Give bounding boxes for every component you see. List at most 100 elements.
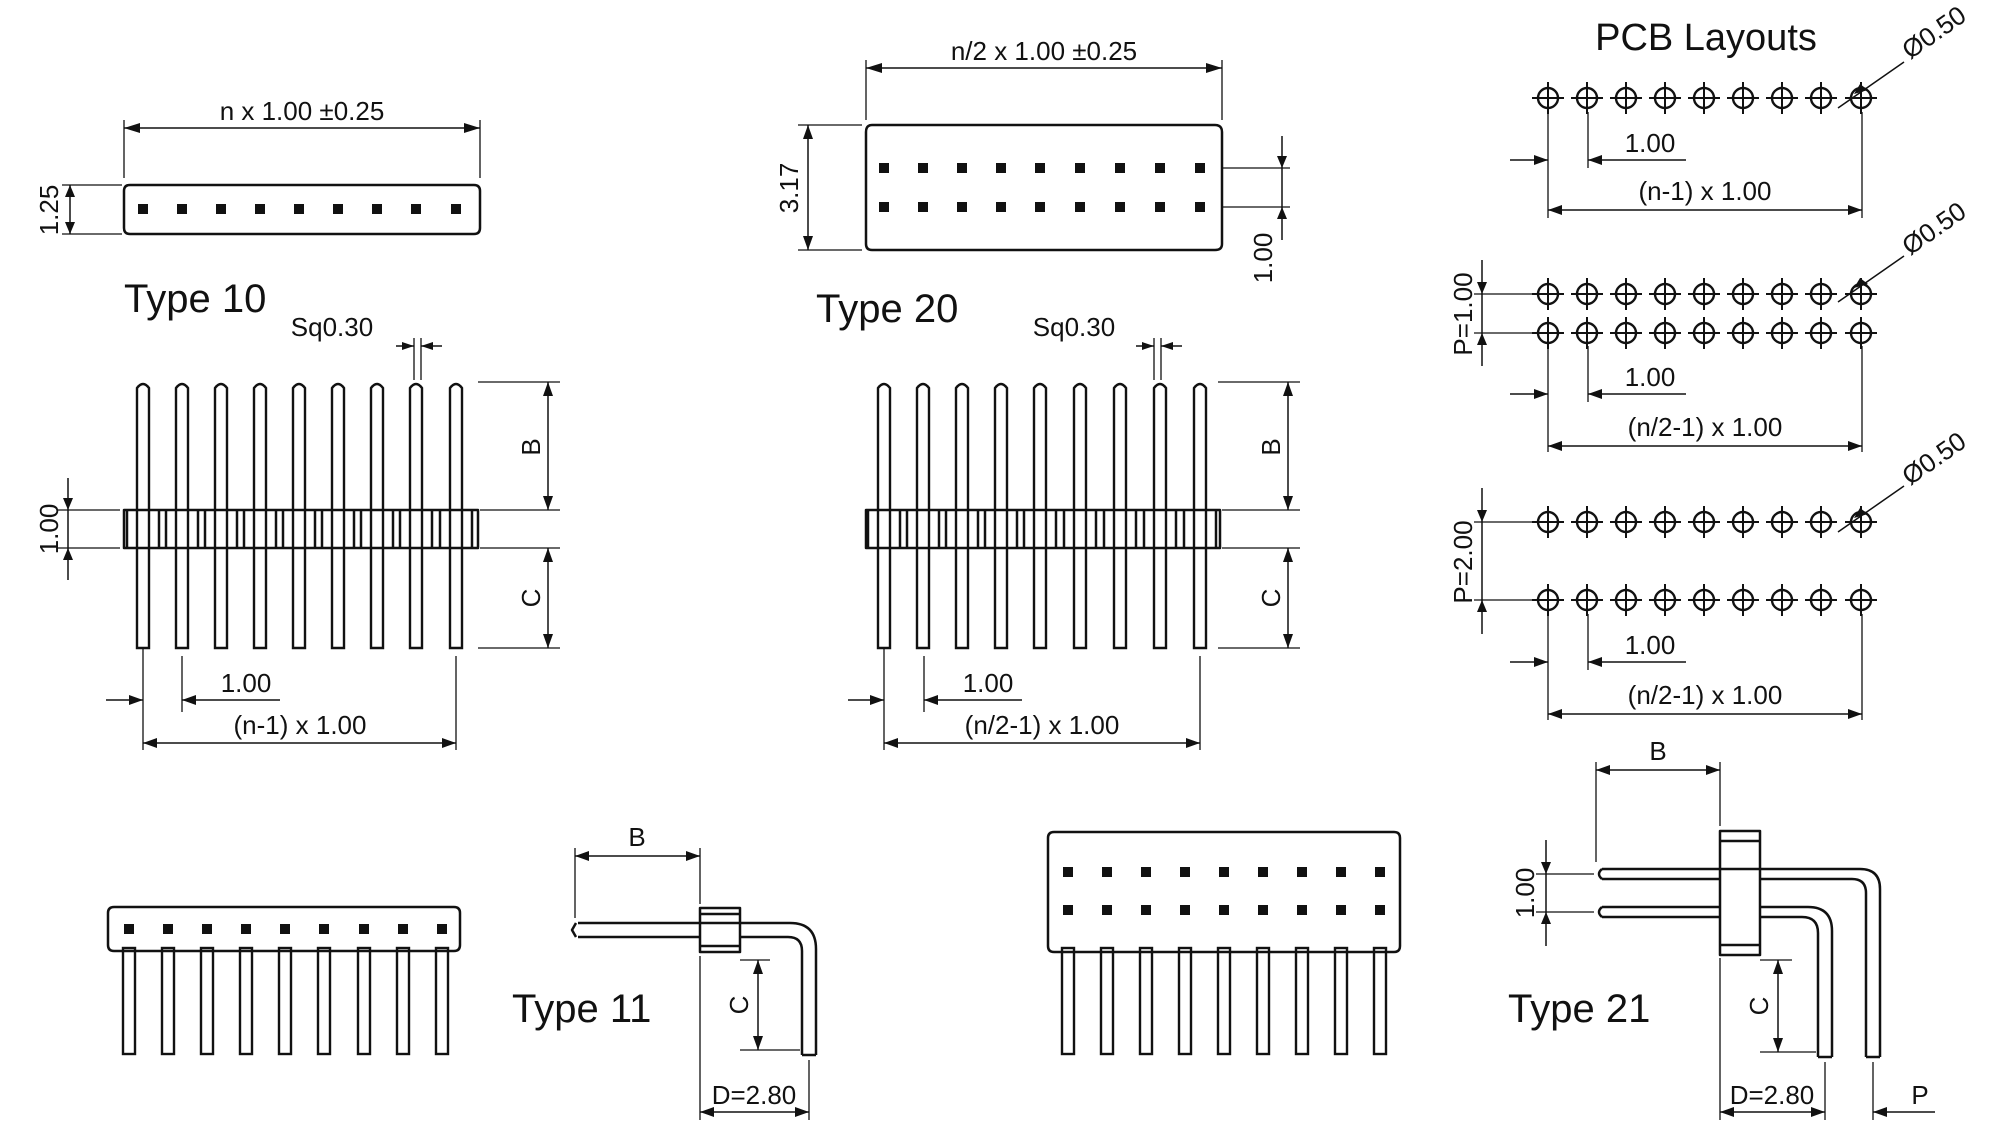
- pin-square: [879, 202, 889, 212]
- pcb-hole: [1803, 315, 1839, 351]
- pin-square: [996, 163, 1006, 173]
- pin: [316, 946, 332, 1056]
- pcb-hole: [1530, 80, 1566, 116]
- pin-square: [1195, 202, 1205, 212]
- type11-front-view: [106, 905, 462, 1056]
- pcb-hole: [1686, 80, 1722, 116]
- type10-length-dimension: n x 1.00 ±0.25: [123, 96, 481, 178]
- pin-square: [1155, 202, 1165, 212]
- pcb-hole: [1608, 315, 1644, 351]
- type10-body-height-label: 1.00: [34, 504, 64, 555]
- pin-square: [879, 163, 889, 173]
- type10-title: Type 10: [124, 277, 266, 321]
- type21-front-view: [1046, 830, 1402, 1056]
- pcb3-span-label: (n/2-1) x 1.00: [1628, 680, 1783, 710]
- pcb-hole: [1569, 276, 1605, 312]
- type20-title: Type 20: [816, 287, 958, 331]
- type10-sq-label: Sq0.30: [291, 312, 373, 342]
- pin-square: [1297, 905, 1307, 915]
- type21-title: Type 21: [1508, 987, 1650, 1031]
- pcb-hole: [1725, 80, 1761, 116]
- pin: [395, 946, 411, 1056]
- pcb-hole: [1647, 582, 1683, 618]
- pcb-hole: [1647, 504, 1683, 540]
- pin-square: [398, 924, 408, 934]
- type11-b-label: B: [628, 822, 645, 852]
- type20-row-pitch-dimension: 1.00: [1222, 136, 1290, 283]
- pin-square: [411, 204, 421, 214]
- type10-pitch-dimension: 1.00 (n-1) x 1.00: [106, 648, 457, 750]
- pin-square: [255, 204, 265, 214]
- type11-c-label: C: [724, 996, 754, 1015]
- type11-d-dimension: D=2.80: [699, 956, 810, 1120]
- pcb-hole: [1569, 504, 1605, 540]
- pcb-hole: [1803, 504, 1839, 540]
- pcb-hole: [1843, 582, 1879, 618]
- pcb-hole: [1608, 582, 1644, 618]
- pcb2-span-label: (n/2-1) x 1.00: [1628, 412, 1783, 442]
- pcb-hole: [1647, 315, 1683, 351]
- type10-side-view: [122, 382, 480, 650]
- type10-height-label: 1.25: [34, 185, 64, 236]
- pcb3-pitch-label: 1.00: [1625, 630, 1676, 660]
- pcb-hole: [1764, 582, 1800, 618]
- pin-square: [918, 202, 928, 212]
- pin-square: [319, 924, 329, 934]
- type20-side-view: [864, 382, 1222, 650]
- pin: [876, 382, 892, 650]
- pin-square: [1063, 905, 1073, 915]
- pin: [1099, 946, 1115, 1056]
- pcb-hole: [1803, 80, 1839, 116]
- pcb1-hole-label: Ø0.50: [1896, 0, 1971, 65]
- pin-square: [280, 924, 290, 934]
- pin-square: [1180, 905, 1190, 915]
- pcb-hole: [1569, 315, 1605, 351]
- pin-square: [918, 163, 928, 173]
- type10-bc-dimension: B C: [478, 381, 560, 649]
- type20-height-dimension: 3.17: [774, 124, 862, 251]
- type20-length-label: n/2 x 1.00 ±0.25: [951, 36, 1137, 66]
- pin-square: [1297, 867, 1307, 877]
- pin-square: [957, 163, 967, 173]
- pcb-hole: [1803, 276, 1839, 312]
- pcb-layout-3: Ø0.50 P=2.00 1.00 (n/2-1) x 1.00: [1448, 426, 1971, 720]
- pin-square: [1075, 202, 1085, 212]
- type20-row-pitch-label: 1.00: [1248, 233, 1278, 284]
- pin-square: [177, 204, 187, 214]
- pin-square: [333, 204, 343, 214]
- pin-square: [957, 202, 967, 212]
- type10-length-label: n x 1.00 ±0.25: [220, 96, 385, 126]
- pin-square: [996, 202, 1006, 212]
- pcb-hole: [1608, 80, 1644, 116]
- pin: [160, 946, 176, 1056]
- type21-d-dimension: D=2.80 P: [1719, 958, 1935, 1120]
- pcb-hole: [1725, 504, 1761, 540]
- type21-pitch-dimension: 1.00: [1510, 840, 1594, 946]
- pin: [954, 382, 970, 650]
- pin-square: [359, 924, 369, 934]
- pcb-hole: [1608, 276, 1644, 312]
- type11-b-dimension: B: [574, 822, 701, 918]
- pin-square: [1155, 163, 1165, 173]
- pin-square: [202, 924, 212, 934]
- type20-length-dimension: n/2 x 1.00 ±0.25: [865, 36, 1223, 120]
- type21-b-label: B: [1649, 736, 1666, 766]
- pin: [356, 946, 372, 1056]
- pcb-hole: [1647, 80, 1683, 116]
- pin: [408, 382, 424, 650]
- type21-d-label: D=2.80: [1730, 1080, 1815, 1110]
- pcb-hole: [1686, 315, 1722, 351]
- pin-square: [437, 924, 447, 934]
- pin: [1294, 946, 1310, 1056]
- pin-square: [294, 204, 304, 214]
- pin-square: [1063, 867, 1073, 877]
- pin-square: [1102, 867, 1112, 877]
- pin-square: [138, 204, 148, 214]
- type10-body-height-dimension: 1.00: [34, 478, 120, 580]
- pcb-hole: [1764, 315, 1800, 351]
- pcb1-pitch-label: 1.00: [1625, 128, 1676, 158]
- pin-square: [124, 924, 134, 934]
- pin-square: [1375, 867, 1385, 877]
- pin-square: [1035, 202, 1045, 212]
- type20-c-label: C: [1256, 589, 1286, 608]
